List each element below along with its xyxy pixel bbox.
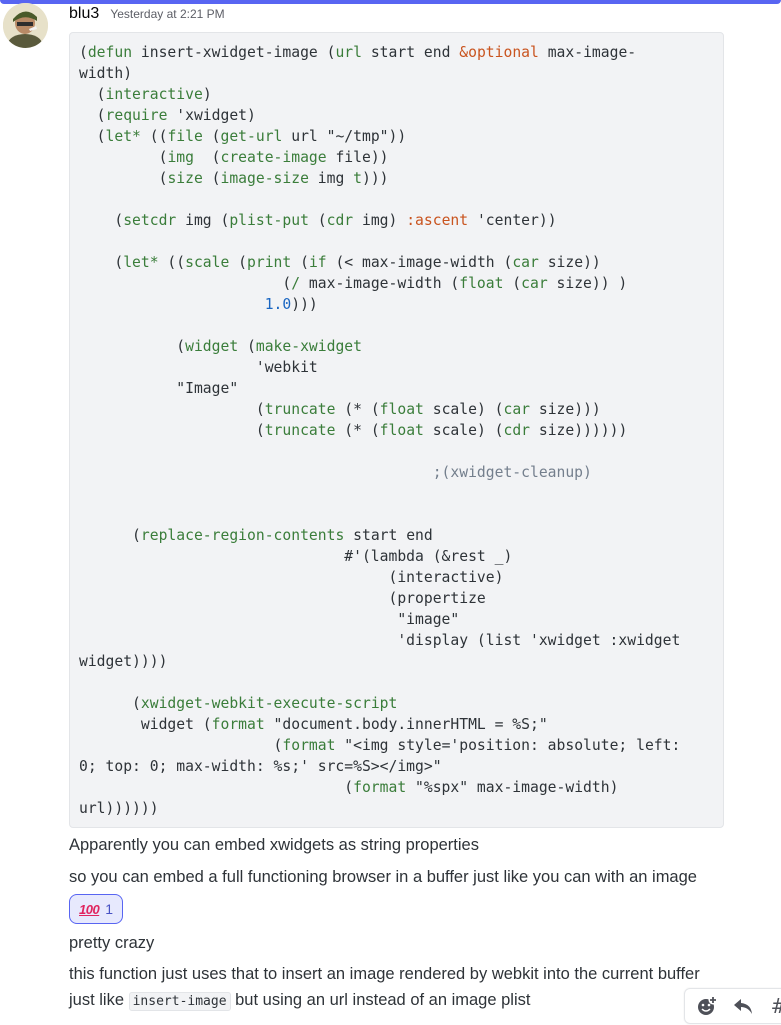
code-line: (propertize — [79, 590, 486, 607]
code-content: (defun insert-xwidget-image (url start e… — [70, 33, 723, 819]
reaction-100[interactable]: 100 1 — [69, 894, 123, 924]
inline-code: insert-image — [128, 992, 231, 1011]
code-line: widget (format "document.body.innerHTML … — [79, 716, 548, 733]
code-line: #'(lambda (&rest _) — [79, 548, 513, 565]
code-line — [79, 189, 714, 210]
code-line: (require 'xwidget) — [79, 107, 256, 124]
hash-icon[interactable]: # — [767, 994, 781, 1018]
text-5-suffix: but using an url instead of an image pli… — [230, 991, 531, 1009]
code-line: "image" — [79, 611, 460, 628]
message-text-5: just like insert-image but using an url … — [69, 991, 531, 1011]
code-line — [79, 315, 714, 336]
username[interactable]: blu3 — [69, 5, 100, 22]
code-line: ;(xwidget-cleanup) — [79, 464, 592, 481]
code-line: (let* ((file (get-url url "~/tmp")) — [79, 128, 407, 145]
code-line: (format "%spx" max-image-width) — [79, 779, 619, 796]
text-5-prefix: just like — [69, 991, 129, 1009]
code-line: (truncate (* (float scale) (cdr size))))… — [79, 422, 628, 439]
code-line: (format "<img style='position: absolute;… — [79, 737, 681, 754]
code-line: (defun insert-xwidget-image (url start e… — [79, 44, 637, 61]
code-line: (truncate (* (float scale) (car size))) — [79, 401, 601, 418]
code-line — [79, 483, 714, 504]
code-block: (defun insert-xwidget-image (url start e… — [69, 32, 724, 828]
message-text-2: so you can embed a full functioning brow… — [69, 868, 697, 886]
top-accent-bar — [0, 0, 781, 4]
code-line: (interactive) — [79, 86, 212, 103]
code-line: (widget (make-xwidget — [79, 338, 362, 355]
code-line: (img (create-image file)) — [79, 149, 389, 166]
code-line: 'webkit — [79, 359, 318, 376]
code-line: (replace-region-contents start end — [79, 527, 433, 544]
message-text-4: this function just uses that to insert a… — [69, 965, 700, 983]
code-line — [79, 441, 714, 462]
code-line — [79, 231, 714, 252]
code-line: "Image" — [79, 380, 239, 397]
code-line: 0; top: 0; max-width: %s;' src=%S></img>… — [79, 758, 442, 775]
code-line: width) — [79, 65, 133, 82]
code-line: (/ max-image-width (float (car size)) ) — [79, 275, 628, 292]
code-line: 1.0))) — [264, 296, 318, 313]
code-line: 'display (list 'xwidget :xwidget — [79, 632, 681, 649]
code-line: widget)))) — [79, 653, 168, 670]
message-text-1: Apparently you can embed xwidgets as str… — [69, 836, 479, 854]
code-line: (setcdr img (plist-put (cdr img) :ascent… — [79, 212, 557, 229]
timestamp[interactable]: Yesterday at 2:21 PM — [110, 7, 225, 21]
message-text-3: pretty crazy — [69, 934, 155, 952]
avatar[interactable] — [3, 3, 48, 48]
message-toolbar: # — [684, 988, 781, 1024]
code-line: url)))))) — [79, 800, 159, 817]
message-header: blu3 Yesterday at 2:21 PM — [69, 3, 225, 25]
code-line — [79, 504, 714, 525]
hundred-points-icon: 100 — [79, 901, 100, 917]
reaction-count: 1 — [105, 901, 113, 917]
avatar-image — [3, 3, 48, 48]
code-line: (size (image-size img t))) — [79, 170, 389, 187]
code-line: (xwidget-webkit-execute-script — [79, 695, 398, 712]
add-reaction-icon[interactable] — [695, 994, 719, 1018]
code-line — [79, 672, 714, 693]
reply-icon[interactable] — [731, 994, 755, 1018]
code-line: (interactive) — [79, 569, 504, 586]
code-line: (let* ((scale (print (if (< max-image-wi… — [79, 254, 601, 271]
